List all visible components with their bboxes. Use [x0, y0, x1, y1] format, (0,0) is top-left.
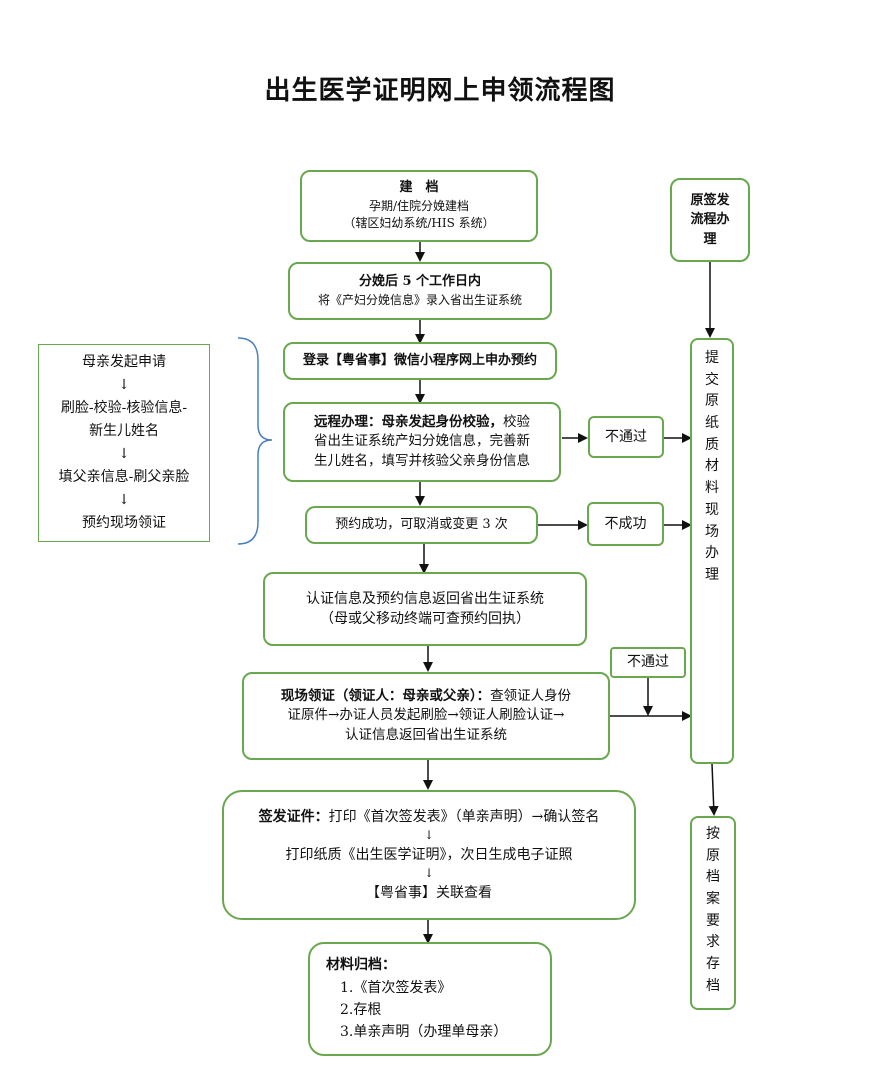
- node-materials: 材料归档： 1.《首次签发表》 2.存根 3.单亲声明（办理单母亲）: [308, 942, 552, 1056]
- node-archive-line2: （辖区妇幼系统/HIS 系统）: [343, 216, 495, 231]
- node-onsite-bold: 现场领证（领证人：母亲或父亲）：: [280, 687, 491, 704]
- node-store: 按原档案要求存档: [690, 816, 736, 1010]
- node-record: 分娩后 5 个工作日内 将《产妇分娩信息》录入省出生证系统: [288, 262, 552, 320]
- store-archive-char: 档: [706, 869, 720, 886]
- node-fail-onsite-text: 不通过: [627, 654, 669, 671]
- node-auth-line2: （母或父移动终端可查预约回执）: [320, 611, 530, 627]
- left-step-4: 预约现场领证: [82, 515, 166, 532]
- node-remote: 远程办理：母亲发起身份校验，校验 省出生证系统产妇分娩信息，完善新 生儿姓名，填…: [283, 402, 561, 482]
- left-step-2b: 新生儿姓名: [89, 422, 159, 439]
- store-archive-char: 要: [706, 912, 720, 929]
- store-archive-char: 存: [706, 956, 720, 973]
- node-fail-verify: 不通过: [588, 416, 664, 458]
- node-issue: 签发证件：打印《首次签发表》（单亲声明）→确认签名 ↓ 打印纸质《出生医学证明》…: [222, 790, 636, 920]
- node-store-chars: 按原档案要求存档: [706, 824, 720, 998]
- store-archive-char: 求: [706, 934, 720, 951]
- paper-submit-char: 交: [705, 371, 719, 388]
- node-archive-line1: 孕期/住院分娩建档: [368, 199, 470, 214]
- node-fail-booking-text: 不成功: [604, 515, 647, 532]
- left-step-1: 母亲发起申请: [82, 353, 166, 370]
- node-auth-line1: 认证信息及预约信息返回省出生证系统: [306, 590, 544, 607]
- paper-submit-char: 纸: [705, 415, 719, 432]
- left-bracket: [237, 337, 273, 545]
- node-materials-item1: 1.《首次签发表》: [340, 979, 452, 996]
- paper-submit-char: 材: [705, 458, 719, 475]
- paper-submit-char: 质: [705, 436, 719, 453]
- node-issue-line2: 打印纸质《出生医学证明》，次日生成电子证照: [285, 846, 573, 863]
- node-login-text: 登录【粤省事】微信小程序网上申办预约: [302, 352, 537, 368]
- store-archive-char: 按: [706, 826, 720, 842]
- store-archive-char: 原: [706, 847, 720, 864]
- down-arrow-icon: ↓: [423, 866, 435, 881]
- down-arrow-icon: ↓: [118, 376, 130, 393]
- node-record-title: 分娩后 5 个工作日内: [358, 273, 482, 289]
- node-issue-line1: 打印《首次签发表》（单亲声明）→确认签名: [328, 809, 600, 826]
- paper-submit-char: 理: [705, 566, 719, 583]
- node-archive: 建 档 孕期/住院分娩建档 （辖区妇幼系统/HIS 系统）: [300, 170, 538, 242]
- node-fail-verify-text: 不通过: [605, 428, 647, 445]
- left-step-3: 填父亲信息-刷父亲脸: [58, 469, 190, 486]
- node-onsite-line3: 认证信息返回省出生证系统: [345, 726, 507, 743]
- arrow-paper-store: [708, 763, 719, 816]
- node-onsite-line2: 证原件→办证人员发起刷脸→领证人刷脸认证→: [287, 707, 565, 724]
- store-archive-char: 案: [706, 891, 720, 908]
- paper-submit-char: 场: [705, 523, 719, 540]
- node-archive-title: 建 档: [399, 180, 439, 196]
- node-onsite: 现场领证（领证人：母亲或父亲）：查领证人身份 证原件→办证人员发起刷脸→领证人刷…: [242, 672, 610, 760]
- node-remote-line2: 省出生证系统产妇分娩信息，完善新: [314, 433, 530, 450]
- paper-submit-char: 料: [705, 480, 719, 497]
- node-fail-onsite: 不通过: [610, 647, 686, 678]
- left-step-2a: 刷脸-校验-核验信息-: [60, 399, 188, 416]
- down-arrow-icon: ↓: [118, 492, 130, 509]
- node-original-line2: 流程办: [690, 212, 730, 228]
- node-paper-chars: 提交原纸质材料现场办理: [705, 348, 719, 587]
- node-record-line1: 将《产妇分娩信息》录入省出生证系统: [317, 292, 522, 307]
- paper-submit-char: 提: [705, 350, 719, 366]
- down-arrow-icon: ↓: [118, 446, 130, 462]
- down-arrow-icon: ↓: [423, 828, 435, 843]
- node-materials-title: 材料归档：: [326, 957, 396, 974]
- node-fail-booking: 不成功: [587, 502, 664, 546]
- node-issue-bold: 签发证件：: [258, 809, 329, 826]
- node-original-line1: 原签发: [690, 192, 730, 208]
- store-archive-char: 档: [706, 977, 720, 994]
- node-booking-text: 预约成功，可取消或变更 3 次: [335, 516, 508, 532]
- node-materials-item2: 2.存根: [340, 1002, 382, 1018]
- paper-submit-char: 原: [705, 393, 719, 410]
- node-original-line3: 理: [703, 231, 717, 247]
- node-issue-line3: 【粤省事】关联查看: [366, 884, 492, 901]
- node-auth: 认证信息及预约信息返回省出生证系统 （母或父移动终端可查预约回执）: [263, 572, 587, 646]
- node-materials-item3: 3.单亲声明（办理单母亲）: [340, 1024, 508, 1041]
- node-remote-line1: 校验: [503, 413, 530, 430]
- node-paper-submit: 提交原纸质材料现场办理: [690, 338, 734, 764]
- paper-submit-char: 办: [705, 545, 719, 562]
- page-title: 出生医学证明网上申领流程图: [264, 76, 616, 106]
- node-original-process: 原签发 流程办 理: [670, 178, 750, 262]
- node-remote-bold: 远程办理：母亲发起身份校验，: [314, 413, 503, 430]
- left-process-panel: 母亲发起申请 ↓ 刷脸-校验-核验信息- 新生儿姓名 ↓ 填父亲信息-刷父亲脸 …: [38, 344, 210, 542]
- node-login: 登录【粤省事】微信小程序网上申办预约: [283, 342, 557, 380]
- node-remote-line3: 生儿姓名，填写并核验父亲身份信息: [314, 452, 530, 469]
- node-booking: 预约成功，可取消或变更 3 次: [305, 506, 538, 544]
- paper-submit-char: 现: [705, 501, 719, 518]
- node-onsite-line1: 查领证人身份: [490, 687, 572, 704]
